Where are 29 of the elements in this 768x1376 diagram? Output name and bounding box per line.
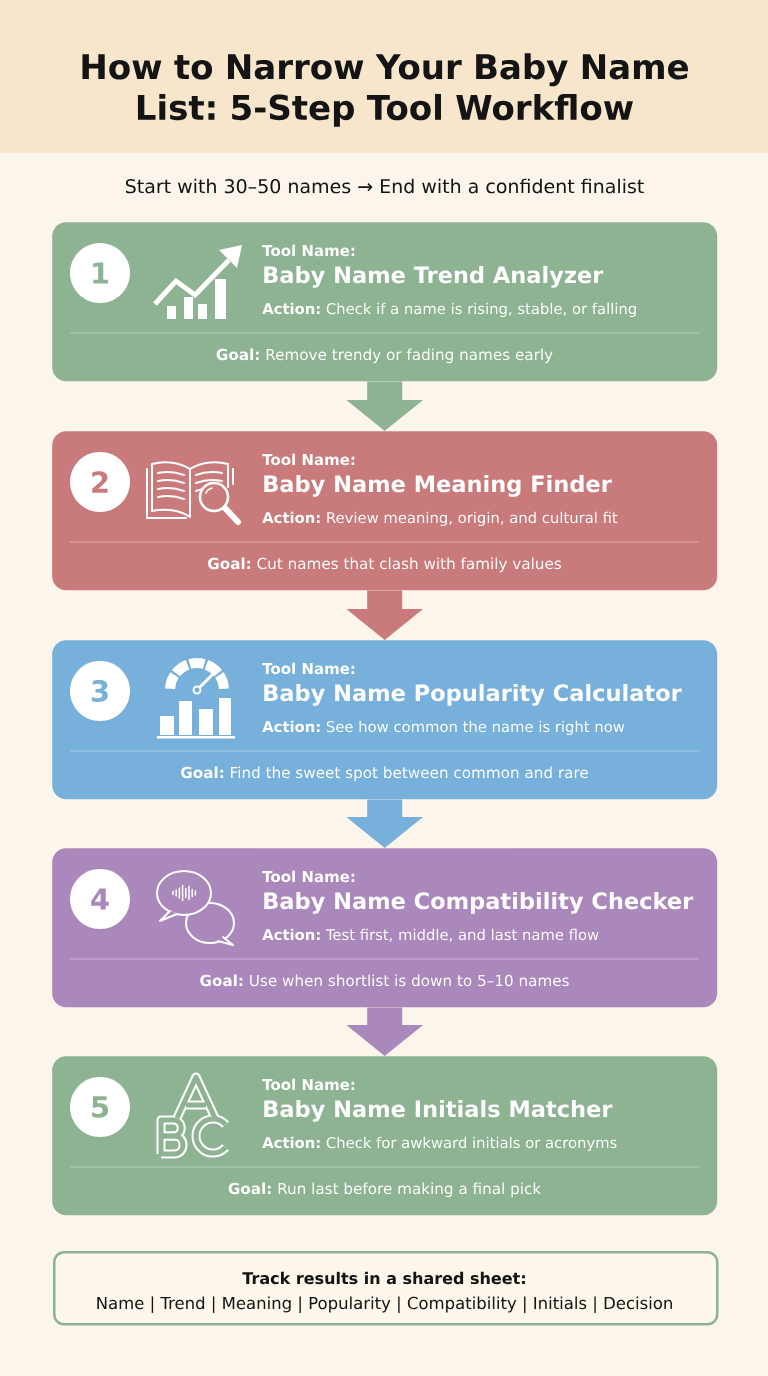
goal-text: Goal: Find the sweet spot between common and rare [181,766,588,782]
number-badge: 1 [70,243,130,303]
tool-name: Baby Name Popularity Calculator [264,683,682,706]
tool-label: Tool Name: [262,1078,355,1091]
action-text: Action: See how common the name is right now [262,720,625,736]
tool-label: Tool Name: [262,453,355,466]
action-text: Action: Check for awkward initials or acronyms [262,1136,617,1152]
goal-text: Goal: Remove trendy or fading names early [216,348,553,364]
tool-name: Baby Name Initials Matcher [264,1099,613,1122]
tool-label: Tool Name: [262,662,355,675]
number-badge: 5 [70,1077,130,1137]
goal-text: Goal: Run last before making a final pick [228,1182,542,1198]
tool-name: Baby Name Meaning Finder [264,474,612,497]
action-text: Action: Test first, middle, and last name flow [262,928,599,942]
tool-name: Baby Name Compatibility Checker [264,891,694,914]
column-list: Name | Trend | Meaning | Popularity | Compatibility | Initials | Decision [97,1296,672,1313]
action-text: Action: Review meaning, origin, and cultural fit [262,511,618,527]
action-text: Action: Check if a name is rising, stable, or falling [262,302,636,318]
title: How to Narrow Your Baby Name List: 5-Step Tool Workflow [82,53,688,127]
number-badge: 2 [70,452,130,512]
sheet-heading: Track results in a shared sheet: [242,1271,525,1285]
subtitle: Start with 30–50 names → End with a confident finalist [125,178,644,194]
number-badge: 4 [70,869,130,929]
goal-text: Goal: Cut names that clash with family values [208,557,561,573]
tool-label: Tool Name: [262,244,355,257]
goal-text: Goal: Use when shortlist is down to 5–10 names [200,974,569,987]
tool-name: Baby Name Trend Analyzer [264,265,604,288]
number-badge: 3 [70,661,130,721]
tool-label: Tool Name: [262,870,355,883]
